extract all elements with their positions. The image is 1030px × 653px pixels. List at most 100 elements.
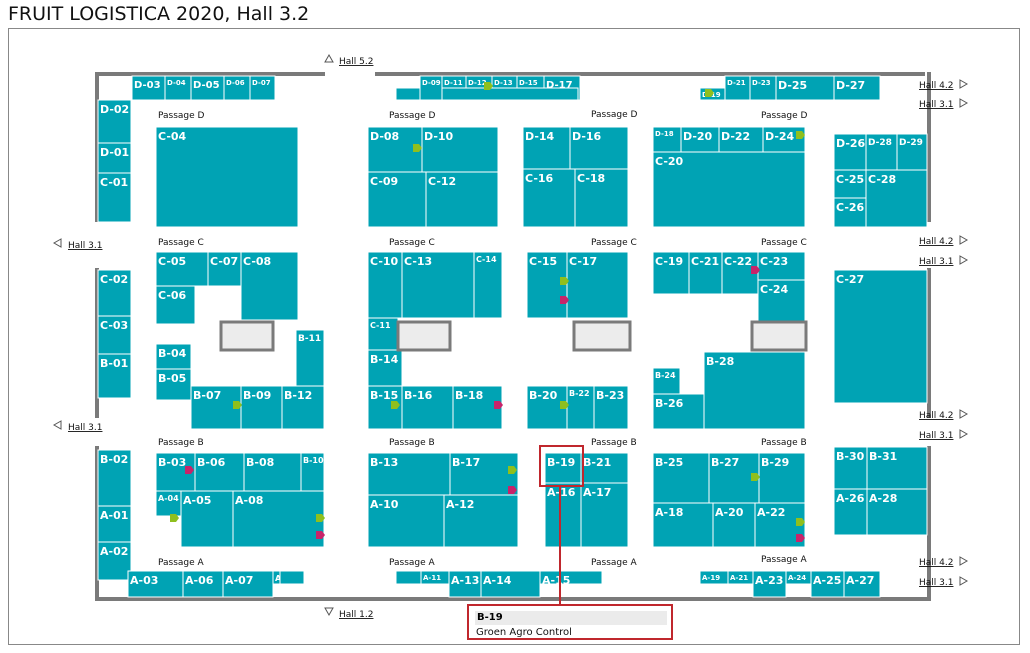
- booth-d23[interactable]: D-23: [749, 75, 777, 101]
- booth-d14[interactable]: D-14: [522, 126, 571, 170]
- booth-a19[interactable]: A-19: [699, 570, 729, 585]
- booth-c27[interactable]: C-27: [833, 269, 928, 404]
- booth-a07[interactable]: A-07: [222, 570, 274, 598]
- booth-c20[interactable]: C-20: [652, 151, 806, 228]
- booth-b29[interactable]: B-29: [758, 452, 806, 504]
- booth-c19[interactable]: C-19: [652, 251, 690, 295]
- booth-c03[interactable]: C-03: [97, 315, 132, 355]
- booth-d26[interactable]: D-26: [833, 133, 867, 171]
- booth-a04[interactable]: A-04: [155, 490, 182, 517]
- booth-b18[interactable]: B-18: [452, 385, 503, 430]
- booth-d25[interactable]: D-25: [775, 75, 835, 101]
- hall-exit-link[interactable]: Hall 4.2: [919, 235, 969, 247]
- booth-d20[interactable]: D-20: [680, 126, 720, 153]
- hall-exit-link[interactable]: Hall 3.1: [919, 98, 969, 110]
- hall-exit-link[interactable]: Hall 4.2: [919, 79, 969, 91]
- booth-b28[interactable]: B-28: [703, 351, 806, 430]
- booth-a12[interactable]: A-12: [443, 494, 519, 548]
- booth-b22[interactable]: B-22: [566, 385, 595, 430]
- booth-a21[interactable]: A-21: [727, 570, 754, 585]
- hall-exit-link[interactable]: Hall 3.1: [919, 429, 969, 441]
- booth-b31[interactable]: B-31: [866, 446, 928, 490]
- booth-a05[interactable]: A-05: [180, 490, 234, 548]
- booth-c13[interactable]: C-13: [401, 251, 475, 319]
- booth-b01[interactable]: B-01: [97, 353, 132, 399]
- booth-c24[interactable]: C-24: [757, 279, 806, 325]
- booth-b30[interactable]: B-30: [833, 446, 868, 490]
- booth-b06[interactable]: B-06: [194, 452, 245, 492]
- booth-d07[interactable]: D-07: [249, 75, 276, 101]
- booth-a26[interactable]: A-26: [833, 488, 868, 536]
- booth-d29[interactable]: D-29: [896, 133, 928, 171]
- booth-c26[interactable]: C-26: [833, 197, 867, 228]
- booth-c18[interactable]: C-18: [574, 168, 629, 228]
- booth-c07[interactable]: C-07: [207, 251, 242, 287]
- booth-d05[interactable]: D-05: [190, 75, 225, 101]
- hall-exit-link[interactable]: Hall 1.2: [324, 607, 373, 620]
- booth-a02[interactable]: A-02: [97, 541, 132, 581]
- booth-c15[interactable]: C-15: [526, 251, 568, 319]
- booth-b05[interactable]: B-05: [155, 368, 192, 401]
- booth-d09[interactable]: D-09: [419, 75, 443, 101]
- hall-exit-link[interactable]: Hall 4.2: [919, 556, 969, 568]
- hall-exit-link[interactable]: Hall 3.1: [919, 255, 969, 267]
- booth-a16[interactable]: A-16: [544, 482, 582, 548]
- booth-a14[interactable]: A-14: [480, 570, 541, 598]
- booth-c14[interactable]: C-14: [473, 251, 503, 319]
- hall-exit-link[interactable]: Hall 4.2: [919, 409, 969, 421]
- booth-d06[interactable]: D-06: [223, 75, 251, 101]
- booth-d18[interactable]: D-18: [652, 126, 682, 153]
- booth-c12[interactable]: C-12: [425, 171, 499, 228]
- booth-a01[interactable]: A-01: [97, 505, 132, 543]
- booth-c21[interactable]: C-21: [688, 251, 723, 295]
- booth-c28[interactable]: C-28: [865, 169, 928, 228]
- booth-a11[interactable]: A-11: [420, 570, 450, 585]
- booth-d22[interactable]: D-22: [718, 126, 764, 153]
- booth-a25[interactable]: A-25: [810, 570, 845, 598]
- booth-a27[interactable]: A-27: [843, 570, 881, 598]
- booth-d21[interactable]: D-21: [724, 75, 751, 101]
- booth-a08[interactable]: A-08: [232, 490, 325, 548]
- booth-b12[interactable]: B-12: [281, 385, 325, 430]
- booth-b14[interactable]: B-14: [367, 349, 403, 387]
- booth-c04[interactable]: C-04: [155, 126, 299, 228]
- booth-b21[interactable]: B-21: [580, 452, 629, 484]
- booth-b19[interactable]: B-19: [544, 452, 582, 484]
- booth-a23[interactable]: A-23: [752, 570, 787, 598]
- booth-d02[interactable]: D-02: [97, 99, 132, 144]
- booth-a06[interactable]: A-06: [182, 570, 224, 598]
- booth-b11[interactable]: B-11: [295, 329, 325, 387]
- booth-a03[interactable]: A-03: [127, 570, 184, 598]
- booth-b23[interactable]: B-23: [593, 385, 629, 430]
- booth-a15[interactable]: A-15: [539, 570, 603, 587]
- booth-b25[interactable]: B-25: [652, 452, 710, 504]
- booth-c10[interactable]: C-10: [367, 251, 403, 319]
- booth-c05[interactable]: C-05: [155, 251, 209, 287]
- booth-a13[interactable]: A-13: [448, 570, 482, 598]
- booth-b24[interactable]: B-24: [652, 367, 681, 395]
- booth-d16[interactable]: D-16: [569, 126, 629, 170]
- booth-c02[interactable]: C-02: [97, 269, 132, 317]
- booth-b27[interactable]: B-27: [708, 452, 760, 504]
- booth-d24[interactable]: D-24: [762, 126, 806, 153]
- booth-d27[interactable]: D-27: [833, 75, 881, 101]
- booth-c17[interactable]: C-17: [566, 251, 629, 319]
- booth-b17[interactable]: B-17: [449, 452, 519, 496]
- booth-a20[interactable]: A-20: [712, 502, 756, 548]
- booth-b13[interactable]: B-13: [367, 452, 451, 496]
- hall-exit-link[interactable]: Hall 3.1: [919, 576, 969, 588]
- booth-c25[interactable]: C-25: [833, 169, 867, 199]
- booth-c06[interactable]: C-06: [155, 285, 196, 325]
- hall-exit-link[interactable]: Hall 5.2: [324, 53, 373, 67]
- booth-d28[interactable]: D-28: [865, 133, 898, 171]
- booth-d04[interactable]: D-04: [164, 75, 192, 101]
- booth-a18[interactable]: A-18: [652, 502, 714, 548]
- hall-exit-link[interactable]: Hall 3.1: [52, 238, 102, 251]
- booth-d03[interactable]: D-03: [131, 75, 166, 101]
- booth-c01[interactable]: C-01: [97, 172, 132, 223]
- booth-d01[interactable]: D-01: [97, 142, 132, 174]
- booth-a10[interactable]: A-10: [367, 494, 445, 548]
- booth-d10[interactable]: D-10: [421, 126, 499, 173]
- booth-b08[interactable]: B-08: [243, 452, 302, 492]
- booth-c11[interactable]: C-11: [367, 317, 399, 351]
